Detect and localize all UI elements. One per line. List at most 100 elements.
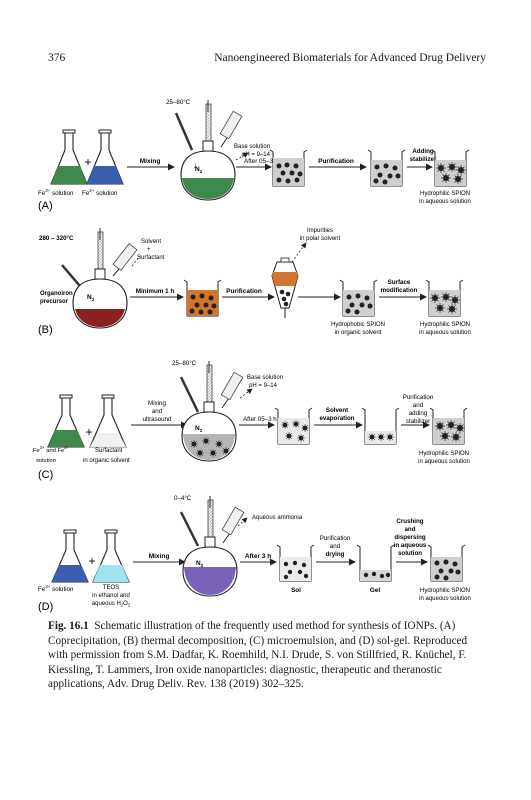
svg-text:N2: N2 xyxy=(87,294,95,302)
svg-text:in aqueous solution: in aqueous solution xyxy=(418,459,470,465)
svg-text:25–80°C: 25–80°C xyxy=(166,99,191,106)
svg-text:Purification: Purification xyxy=(226,288,262,295)
svg-text:Sol: Sol xyxy=(291,587,301,594)
svg-text:and: and xyxy=(404,526,415,533)
beaker-c1 xyxy=(274,407,313,445)
mixing-label: Mixing xyxy=(140,158,161,165)
svg-text:Hydrophilic SPION: Hydrophilic SPION xyxy=(419,451,469,457)
figure-caption: Fig. 16.1 Schematic illustration of the … xyxy=(48,619,488,692)
beaker-sol xyxy=(276,544,315,582)
svg-text:Purification: Purification xyxy=(318,158,354,165)
fe3-flask-d xyxy=(51,529,89,583)
book-title: Nanoengineered Biomaterials for Advanced… xyxy=(214,52,486,64)
svg-text:pH = 9–14: pH = 9–14 xyxy=(249,383,278,389)
three-neck-flask-b: N2 xyxy=(61,228,138,329)
svg-text:Base solution: Base solution xyxy=(247,375,283,381)
surfactant-flask-1 xyxy=(47,394,85,448)
svg-text:+: + xyxy=(147,247,151,253)
page-number: 376 xyxy=(48,52,66,64)
teos-flask xyxy=(92,529,130,583)
svg-text:solution: solution xyxy=(36,458,56,464)
svg-text:dispersing: dispersing xyxy=(394,534,426,541)
svg-text:in organic solvent: in organic solvent xyxy=(335,330,382,336)
fe3-flask xyxy=(50,129,88,185)
svg-text:in aqueous solution: in aqueous solution xyxy=(419,199,471,205)
svg-text:Adding: Adding xyxy=(412,148,434,155)
three-neck-flask-a: 25–80°C N2 ↓ xyxy=(166,99,243,201)
fe2-flask xyxy=(86,129,124,185)
svg-text:in polar solvent: in polar solvent xyxy=(300,236,341,242)
figure-label: Fig. 16.1 xyxy=(48,620,89,632)
beaker-c3 xyxy=(429,407,468,445)
panel-b-letter: (B) xyxy=(38,324,53,336)
svg-text:and: and xyxy=(413,402,424,409)
svg-text:precursor: precursor xyxy=(40,299,69,305)
beaker-gel xyxy=(356,544,395,582)
svg-text:Organoiron: Organoiron xyxy=(40,291,73,297)
svg-text:Solvent: Solvent xyxy=(326,407,348,414)
svg-text:↓: ↓ xyxy=(193,160,198,170)
surfactant-flask-2 xyxy=(89,394,127,448)
svg-text:Fe2+ solution: Fe2+ solution xyxy=(82,188,118,197)
svg-text:drying: drying xyxy=(326,551,345,558)
svg-text:+: + xyxy=(84,155,91,169)
separatory-funnel xyxy=(271,257,299,318)
svg-text:Gel: Gel xyxy=(370,587,380,594)
beaker-c2 xyxy=(361,407,400,445)
svg-text:+: + xyxy=(85,425,92,439)
svg-text:N2: N2 xyxy=(195,166,203,174)
svg-text:Mixing: Mixing xyxy=(148,400,166,407)
svg-text:in aqueous solution: in aqueous solution xyxy=(419,596,471,602)
svg-text:in ethanol and: in ethanol and xyxy=(92,593,130,599)
svg-text:and: and xyxy=(152,408,163,415)
beaker-a1 xyxy=(269,149,308,187)
svg-text:and: and xyxy=(330,543,341,550)
beaker-a2 xyxy=(367,149,406,187)
svg-text:Purification: Purification xyxy=(403,394,434,401)
svg-text:stabilizer: stabilizer xyxy=(406,418,430,425)
svg-text:in aqueous: in aqueous xyxy=(394,542,427,549)
svg-text:Surfactant: Surfactant xyxy=(95,448,123,454)
svg-text:pH = 9–14: pH = 9–14 xyxy=(242,152,271,158)
svg-text:solution: solution xyxy=(398,550,422,557)
svg-text:280 – 320°C: 280 – 320°C xyxy=(39,235,74,242)
svg-text:N2: N2 xyxy=(195,425,203,433)
three-neck-flask-c: 25–80°C N2 xyxy=(172,360,244,462)
svg-text:ultrasound: ultrasound xyxy=(143,416,172,423)
panel-c-letter: (C) xyxy=(38,469,53,481)
beaker-b3 xyxy=(425,279,464,317)
beaker-b1 xyxy=(183,279,222,317)
svg-text:evaporation: evaporation xyxy=(319,415,354,422)
svg-text:Solvent: Solvent xyxy=(141,239,161,245)
svg-text:+: + xyxy=(88,554,95,568)
svg-text:in aqueous solution: in aqueous solution xyxy=(419,330,471,336)
svg-text:Surface: Surface xyxy=(388,279,411,286)
svg-text:Fe3+ solution: Fe3+ solution xyxy=(38,584,74,593)
svg-text:After 05–3 h: After 05–3 h xyxy=(244,158,279,165)
svg-text:N2: N2 xyxy=(196,560,204,568)
svg-text:0–4°C: 0–4°C xyxy=(174,495,192,502)
panel-c: + Fe3+ and Fe2+ solution Surfactant in o… xyxy=(33,360,470,481)
beaker-b2 xyxy=(339,279,378,317)
svg-text:25–80°C: 25–80°C xyxy=(172,360,197,367)
svg-text:Hydrophilic SPION: Hydrophilic SPION xyxy=(420,322,470,328)
svg-text:Purification: Purification xyxy=(320,535,351,542)
svg-text:stabilizer: stabilizer xyxy=(410,156,437,163)
svg-text:Fe3+ and Fe2+: Fe3+ and Fe2+ xyxy=(33,445,70,454)
svg-text:Impurities: Impurities xyxy=(307,228,333,234)
svg-text:Minimum 1 h: Minimum 1 h xyxy=(136,288,175,295)
svg-text:After 05–3 h: After 05–3 h xyxy=(243,416,277,423)
beaker-a3 xyxy=(431,149,470,187)
svg-text:Crushing: Crushing xyxy=(396,518,423,525)
svg-text:Fe3+ solution: Fe3+ solution xyxy=(38,188,74,197)
svg-text:Hydrophilic SPION: Hydrophilic SPION xyxy=(420,191,470,197)
panel-d: + Fe3+ solution TEOS in ethanol and aque… xyxy=(38,495,471,613)
svg-text:adding: adding xyxy=(409,410,428,417)
three-neck-flask-d: 0–4°C N2 xyxy=(174,495,245,597)
panel-b: 280 – 320°C N2 Solvent + Surfactant Orga… xyxy=(38,228,471,336)
svg-text:After 3 h: After 3 h xyxy=(245,553,271,560)
beaker-d-final xyxy=(427,544,466,582)
panel-a: + Fe3+ solution Fe2+ solution Mixing 25–… xyxy=(38,99,471,212)
panel-a-letter: (A) xyxy=(38,200,53,212)
